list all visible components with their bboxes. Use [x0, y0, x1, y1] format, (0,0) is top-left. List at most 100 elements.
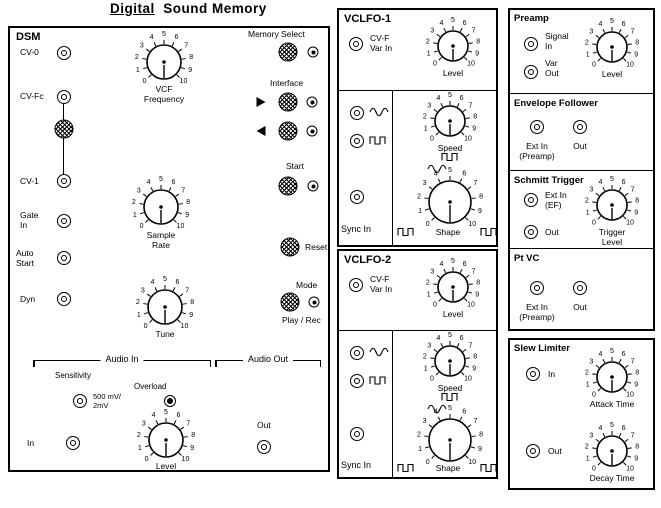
gate-in-label: Gate In [20, 210, 39, 231]
svg-text:8: 8 [476, 280, 480, 287]
slew-in-jack[interactable] [526, 367, 540, 381]
audio-out-jack[interactable] [257, 440, 271, 454]
svg-text:8: 8 [635, 370, 639, 377]
svg-text:4: 4 [439, 261, 443, 268]
schmitt-ext-in-jack[interactable] [524, 193, 538, 207]
gate-in-jack[interactable] [57, 214, 71, 228]
svg-text:3: 3 [423, 180, 427, 187]
cv1-jack[interactable] [57, 174, 71, 188]
svg-text:7: 7 [472, 28, 476, 35]
preamp-var-out-jack[interactable] [524, 65, 538, 79]
svg-text:0: 0 [430, 136, 434, 143]
svg-text:3: 3 [427, 103, 431, 110]
mode-label: Mode [296, 280, 318, 290]
svg-text:8: 8 [635, 198, 639, 205]
svg-text:10: 10 [626, 220, 634, 227]
svg-text:10: 10 [182, 456, 190, 463]
auto-start-jack[interactable] [57, 251, 71, 265]
svg-text:2: 2 [585, 444, 589, 451]
svg-text:4: 4 [436, 95, 440, 102]
sensitivity-jack[interactable] [73, 394, 87, 408]
cvfc-attenuator-switch[interactable] [54, 119, 74, 139]
svg-text:4: 4 [434, 408, 438, 415]
cvfc-label: CV-Fc [20, 91, 44, 101]
vclfo2-sync-jack[interactable] [350, 427, 364, 441]
svg-text:9: 9 [634, 455, 638, 462]
preamp-signal-in-jack[interactable] [524, 37, 538, 51]
dyn-jack[interactable] [57, 292, 71, 306]
square-wave-icon [441, 392, 459, 402]
envelope-out-jack[interactable] [573, 120, 587, 134]
envelope-ext-in-jack[interactable] [530, 120, 544, 134]
svg-text:9: 9 [190, 445, 194, 452]
vclfo1-sine-jack[interactable] [350, 106, 364, 120]
cvfc-jack[interactable] [57, 90, 71, 104]
svg-text:8: 8 [186, 199, 190, 206]
vclfo1-cvf-jack[interactable] [349, 37, 363, 51]
interface-in-switch[interactable] [278, 121, 298, 141]
vclfo2-level-label: Level [442, 309, 464, 319]
vclfo1-square-jack[interactable] [350, 134, 364, 148]
interface-in-led [306, 125, 318, 137]
vclfo2-cvf-jack[interactable] [349, 278, 363, 292]
svg-text:3: 3 [427, 343, 431, 350]
svg-text:6: 6 [460, 95, 464, 102]
reset-switch[interactable] [280, 237, 300, 257]
svg-text:6: 6 [622, 425, 626, 432]
svg-text:8: 8 [635, 444, 639, 451]
svg-text:1: 1 [418, 446, 422, 453]
svg-text:5: 5 [448, 405, 452, 412]
ptvc-ext-in-jack[interactable] [530, 281, 544, 295]
svg-text:0: 0 [592, 392, 596, 399]
square-wave-icon [397, 227, 415, 237]
svg-text:7: 7 [184, 42, 188, 49]
svg-text:7: 7 [631, 433, 635, 440]
svg-text:0: 0 [144, 323, 148, 330]
vclfo2-sine-jack[interactable] [350, 346, 364, 360]
svg-text:10: 10 [181, 323, 189, 330]
start-switch[interactable] [278, 176, 298, 196]
interface-out-switch[interactable] [278, 92, 298, 112]
svg-text:0: 0 [592, 220, 596, 227]
svg-text:3: 3 [137, 187, 141, 194]
cv1-connector-line [63, 138, 64, 174]
vclfo1-title: VCLFO-1 [344, 13, 392, 25]
utility-divider-3 [508, 248, 655, 249]
mode-switch[interactable] [280, 292, 300, 312]
svg-text:7: 7 [631, 359, 635, 366]
schmitt-out-jack[interactable] [524, 225, 538, 239]
audio-in-jack[interactable] [66, 436, 80, 450]
page-title: Digital Sound Memory [110, 1, 267, 16]
svg-text:6: 6 [463, 20, 467, 27]
vclfo1-speed-label: Speed [437, 143, 463, 153]
svg-text:3: 3 [430, 28, 434, 35]
svg-text:1: 1 [586, 381, 590, 388]
ptvc-out-jack[interactable] [573, 281, 587, 295]
svg-text:8: 8 [473, 114, 477, 121]
audio-in-label: Audio In [100, 354, 144, 364]
svg-text:6: 6 [176, 279, 180, 286]
memory-select-switch[interactable] [278, 42, 298, 62]
cv0-jack[interactable] [57, 46, 71, 60]
svg-text:10: 10 [467, 61, 475, 68]
ptvc-title: Pt VC [514, 253, 540, 264]
svg-text:6: 6 [175, 34, 179, 41]
svg-text:6: 6 [463, 261, 467, 268]
vclfo1-sync-jack[interactable] [350, 190, 364, 204]
slew-out-jack[interactable] [526, 444, 540, 458]
vclfo2-square-jack[interactable] [350, 374, 364, 388]
